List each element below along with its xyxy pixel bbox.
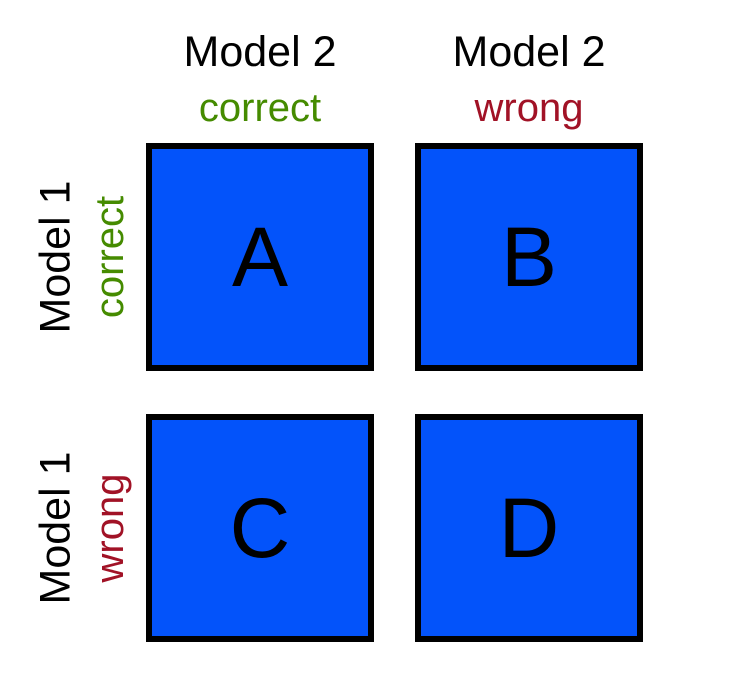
column-header-model2-correct: Model 2 correct bbox=[146, 28, 374, 130]
row1-model-label: Model 1 bbox=[31, 180, 80, 334]
cell-a: A bbox=[146, 143, 374, 371]
column1-outcome-label: correct bbox=[198, 86, 322, 130]
cell-a-letter: A bbox=[231, 210, 289, 304]
row2-model-label: Model 1 bbox=[31, 451, 80, 605]
cell-c: C bbox=[146, 414, 374, 642]
cell-b: B bbox=[415, 143, 643, 371]
column2-outcome-label: wrong bbox=[474, 86, 584, 130]
column2-model-label: Model 2 bbox=[452, 28, 606, 76]
column-header-model2-wrong: Model 2 wrong bbox=[415, 28, 643, 130]
column1-model-label: Model 2 bbox=[183, 28, 337, 76]
cell-d: D bbox=[415, 414, 643, 642]
row2-outcome-label: wrong bbox=[88, 473, 132, 583]
cell-d-letter: D bbox=[498, 481, 560, 575]
cell-b-letter: B bbox=[500, 210, 558, 304]
row1-outcome-label: correct bbox=[88, 195, 132, 319]
cell-c-letter: C bbox=[229, 481, 291, 575]
